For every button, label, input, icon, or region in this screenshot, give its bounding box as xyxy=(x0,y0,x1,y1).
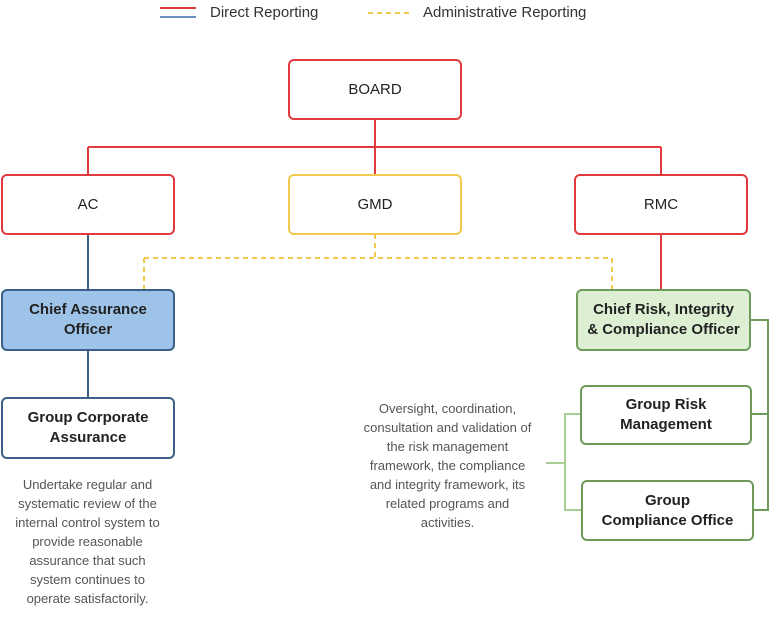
group-risk-management-node: Group Risk Management xyxy=(580,385,752,445)
chief-assurance-officer-label: Chief Assurance Officer xyxy=(29,301,147,338)
chief-risk-officer-node: Chief Risk, Integrity & Compliance Offic… xyxy=(576,289,751,351)
board-node: BOARD xyxy=(288,59,462,120)
legend: Direct Reporting Administrative Reportin… xyxy=(0,0,770,30)
administrative-reporting-label: Administrative Reporting xyxy=(423,4,587,21)
group-risk-management-label: Group Risk Management xyxy=(620,396,712,433)
assurance-description: Undertake regular and systematic review … xyxy=(15,477,160,606)
ac-node: AC xyxy=(1,174,175,235)
risk-description: Oversight, coordination, consultation an… xyxy=(363,401,532,530)
gmd-label: GMD xyxy=(357,195,393,213)
gmd-node: GMD xyxy=(288,174,462,235)
chief-risk-officer-label: Chief Risk, Integrity & Compliance Offic… xyxy=(587,301,740,338)
chief-assurance-officer-node: Chief Assurance Officer xyxy=(1,289,175,351)
group-compliance-office-node: Group Compliance Office xyxy=(581,480,754,541)
group-compliance-office-label: Group Compliance Office xyxy=(601,491,734,529)
direct-reporting-swatch xyxy=(160,7,196,18)
ac-label: AC xyxy=(77,195,99,213)
administrative-reporting-swatch xyxy=(368,12,410,14)
group-corporate-assurance-label: Group Corporate Assurance xyxy=(27,409,149,446)
rmc-label: RMC xyxy=(643,195,679,213)
direct-reporting-label: Direct Reporting xyxy=(210,4,319,21)
group-corporate-assurance-node: Group Corporate Assurance xyxy=(1,397,175,459)
board-label: BOARD xyxy=(348,80,402,98)
rmc-node: RMC xyxy=(574,174,748,235)
